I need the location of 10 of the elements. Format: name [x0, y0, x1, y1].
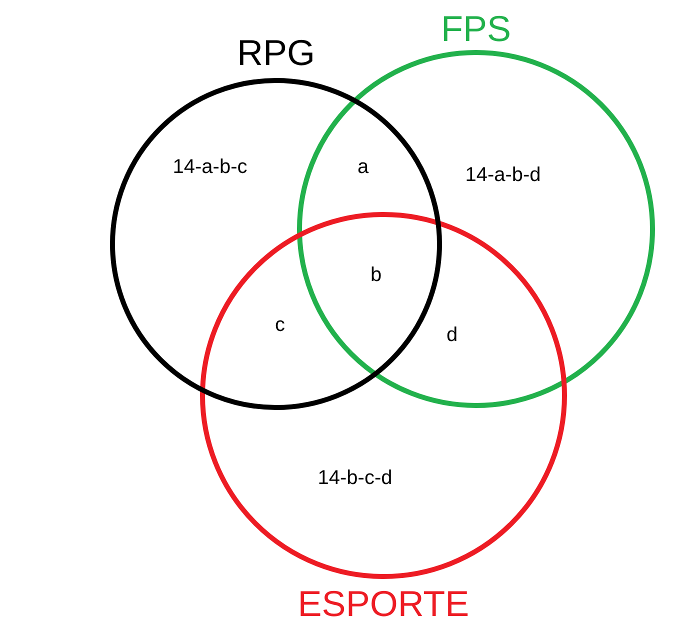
- set-title: RPG: [236, 32, 315, 74]
- region-label: 14-a-b-d: [465, 163, 541, 187]
- region-label: 14-a-b-c: [172, 155, 248, 179]
- set-title: FPS: [440, 8, 511, 50]
- region-label: a: [357, 155, 369, 179]
- region-label: d: [446, 323, 458, 347]
- set-title: ESPORTE: [298, 583, 470, 625]
- region-label: c: [275, 313, 285, 337]
- region-label: b: [370, 263, 382, 287]
- region-label: 14-b-c-d: [318, 466, 392, 490]
